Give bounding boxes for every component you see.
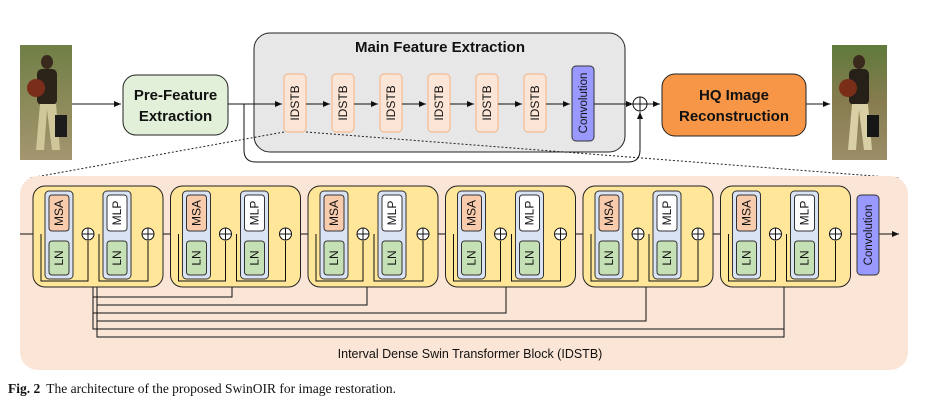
- msa-label: MSA: [190, 200, 204, 226]
- ln-label: LN: [602, 250, 616, 265]
- detail-convolution-label: Convolution: [863, 205, 875, 266]
- detail-convolution-block: Convolution: [856, 194, 880, 276]
- sum-node: [219, 227, 232, 241]
- sum-node: [81, 227, 95, 241]
- zoom-guide-lines: [29, 131, 901, 179]
- transformer-group-2: MSA LN MLP LN: [170, 185, 301, 288]
- idstb-detail-title: Interval Dense Swin Transformer Block (I…: [338, 347, 603, 361]
- mlp-label: MLP: [798, 201, 812, 226]
- residual-lines: [590, 234, 699, 282]
- idstb-label: IDSTB: [480, 85, 494, 120]
- idstb-label: IDSTB: [432, 85, 446, 120]
- hq-label-line2: Reconstruction: [679, 108, 789, 125]
- mlp-label: MLP: [110, 201, 124, 226]
- msa-label: MSA: [465, 200, 479, 226]
- idstb-label: IDSTB: [336, 85, 350, 120]
- top-convolution-label: Convolution: [578, 73, 590, 134]
- ln-label: LN: [740, 250, 754, 265]
- output-image: [832, 45, 887, 160]
- dense-connections: [92, 287, 785, 338]
- pre-feature-label-line1: Pre-Feature: [134, 87, 217, 104]
- ln-label: LN: [385, 250, 399, 265]
- ln-label: LN: [52, 250, 66, 265]
- transformer-group-6: MSA LN MLP LN: [720, 185, 851, 288]
- ln-label: LN: [248, 250, 262, 265]
- mlp-label: MLP: [660, 201, 674, 226]
- transformer-group-4: MSA LN MLP LN: [445, 185, 576, 288]
- mlp-label: MLP: [523, 201, 537, 226]
- sum-node: [769, 227, 782, 241]
- figure-caption: Fig. 2 The architecture of the proposed S…: [8, 381, 908, 397]
- residual-lines: [453, 234, 561, 282]
- residual-lines: [178, 234, 286, 282]
- idstb-block-4: IDSTB: [427, 73, 451, 133]
- dense-link-6: [96, 287, 785, 338]
- msa-label: MSA: [52, 200, 66, 226]
- top-flow-arrows: [72, 101, 830, 163]
- transformer-group-1: MSA LN MLP LN: [32, 185, 164, 288]
- idstb-block-5: IDSTB: [475, 73, 499, 133]
- architecture-diagram: Pre-Feature Extraction Main Feature Extr…: [20, 32, 908, 370]
- idstb-block-2: IDSTB: [331, 73, 355, 133]
- msa-label: MSA: [327, 200, 341, 226]
- sum-node: [554, 227, 567, 241]
- sum-node: [691, 227, 705, 241]
- msa-subblock: MSA LN: [182, 190, 211, 280]
- ln-label: LN: [110, 250, 124, 265]
- ln-label: LN: [798, 250, 812, 265]
- msa-subblock: MSA LN: [457, 190, 486, 280]
- mlp-subblock: MLP LN: [377, 190, 407, 280]
- hq-label-line1: HQ Image: [699, 87, 769, 104]
- sum-node: [829, 227, 842, 241]
- mlp-subblock: MLP LN: [652, 190, 682, 280]
- mlp-subblock: MLP LN: [515, 190, 544, 280]
- residual-lines: [40, 234, 149, 282]
- top-convolution-block: Convolution: [571, 65, 595, 142]
- sum-node: [494, 227, 507, 241]
- ln-label: LN: [465, 250, 479, 265]
- input-image: [20, 45, 72, 160]
- sum-node: [631, 227, 645, 241]
- msa-subblock: MSA LN: [732, 190, 761, 280]
- main-feature-title: Main Feature Extraction: [355, 39, 525, 56]
- residual-lines: [315, 234, 424, 282]
- ln-label: LN: [660, 250, 674, 265]
- mlp-subblock: MLP LN: [240, 190, 269, 280]
- sum-node: [279, 227, 292, 241]
- msa-subblock: MSA LN: [594, 190, 624, 280]
- ln-label: LN: [523, 250, 537, 265]
- pre-feature-label-line2: Extraction: [139, 108, 212, 125]
- idstb-block-1: IDSTB: [283, 73, 307, 133]
- idstb-block-3: IDSTB: [379, 73, 403, 133]
- msa-label: MSA: [740, 200, 754, 226]
- residual-lines: [728, 234, 836, 282]
- msa-subblock: MSA LN: [319, 190, 349, 280]
- top-sum-node: [632, 96, 648, 112]
- idstb-block-6: IDSTB: [523, 73, 547, 133]
- ln-label: LN: [190, 250, 204, 265]
- transformer-groups: MSA LN MLP LN MSA LN MLP LN MSA LN MLP LN MSA LN MLP LN…: [32, 185, 851, 288]
- sum-node: [356, 227, 370, 241]
- ln-label: LN: [327, 250, 341, 265]
- hq-reconstruction-block: HQ Image Reconstruction: [661, 73, 807, 137]
- caption-text: The architecture of the proposed SwinOIR…: [46, 381, 397, 396]
- idstb-label: IDSTB: [288, 85, 302, 120]
- mlp-label: MLP: [248, 201, 262, 226]
- mlp-subblock: MLP LN: [102, 190, 132, 280]
- caption-label: Fig. 2: [8, 381, 41, 396]
- msa-subblock: MSA LN: [44, 190, 74, 280]
- mlp-subblock: MLP LN: [790, 190, 819, 280]
- sum-node: [416, 227, 430, 241]
- idstb-label: IDSTB: [528, 85, 542, 120]
- transformer-group-3: MSA LN MLP LN: [307, 185, 439, 288]
- msa-label: MSA: [602, 200, 616, 226]
- pre-feature-extraction-block: Pre-Feature Extraction: [122, 74, 229, 136]
- sum-node: [141, 227, 155, 241]
- idstb-label: IDSTB: [384, 85, 398, 120]
- mlp-label: MLP: [385, 201, 399, 226]
- transformer-group-5: MSA LN MLP LN: [582, 185, 714, 288]
